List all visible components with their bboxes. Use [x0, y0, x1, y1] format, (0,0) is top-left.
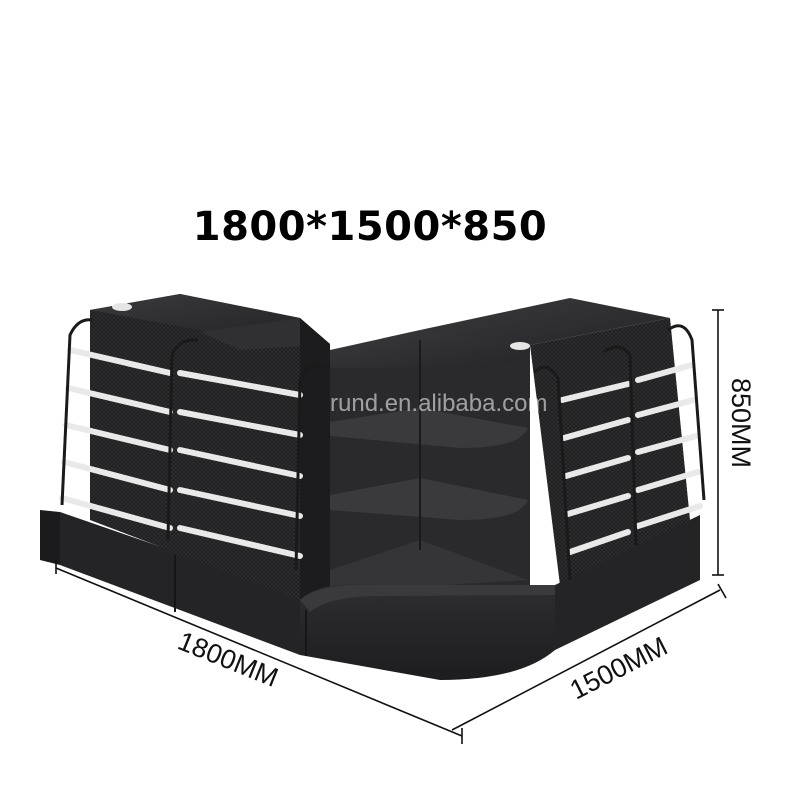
left-body — [90, 294, 330, 600]
dimension-lines — [55, 309, 727, 744]
height-label: 850MM — [726, 378, 756, 468]
right-body — [420, 298, 700, 650]
right-frames — [533, 324, 706, 581]
corner-unit — [300, 330, 555, 680]
left-shelves — [59, 347, 303, 559]
left-frames — [60, 318, 327, 571]
watermark: rund.en.alibaba.com — [330, 390, 547, 417]
dimensions-title: 1800*1500*850 — [192, 204, 548, 250]
left-base — [40, 510, 300, 655]
right-shelves — [559, 362, 703, 555]
